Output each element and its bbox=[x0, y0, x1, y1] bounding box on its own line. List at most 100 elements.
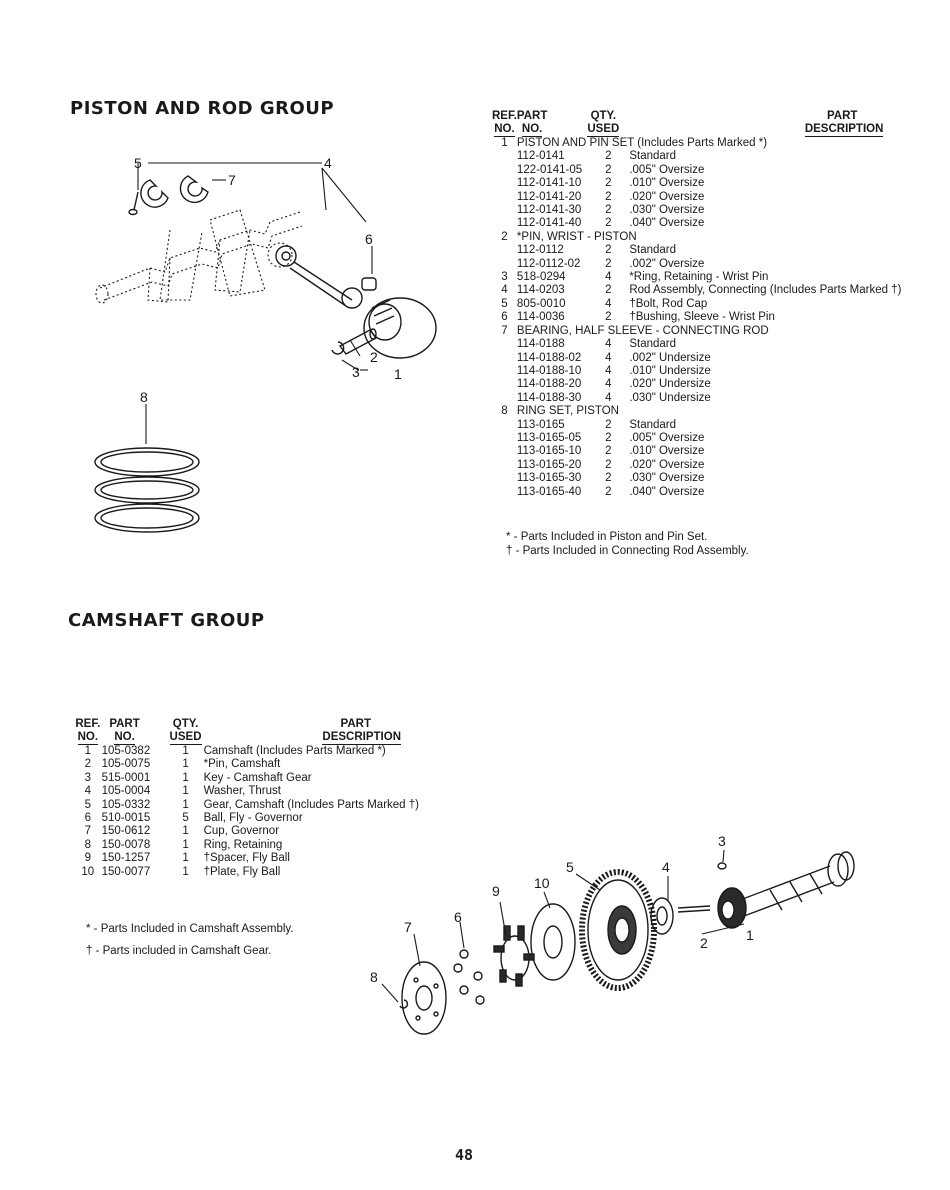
callout-6: 6 bbox=[365, 231, 373, 247]
callout-8: 8 bbox=[140, 389, 148, 405]
piston-rings-drawing bbox=[94, 447, 200, 533]
cell-qty: 1 bbox=[182, 852, 189, 865]
cell-qty: 2 bbox=[605, 190, 612, 203]
cell-part: 112-0141-40 bbox=[516, 217, 582, 230]
cell-desc: .005" Oversize bbox=[629, 163, 705, 176]
cell-part: 114-0203 bbox=[516, 284, 565, 297]
cell-part: 114-0188-10 bbox=[516, 364, 582, 377]
cell-qty: 2 bbox=[605, 458, 612, 471]
cell-qty: 1 bbox=[182, 785, 189, 798]
cell-ref: 7 bbox=[84, 825, 92, 838]
callout-10: 10 bbox=[534, 875, 550, 891]
piston-drawing bbox=[363, 297, 437, 359]
cell-desc: †Bolt, Rod Cap bbox=[629, 297, 708, 310]
cell-qty: 1 bbox=[182, 758, 189, 771]
cell-desc: .002" Undersize bbox=[629, 351, 711, 364]
callout-7: 7 bbox=[404, 919, 412, 935]
cell-ref: 2 bbox=[501, 230, 508, 243]
camshaft-group-title: CAMSHAFT GROUP bbox=[68, 610, 265, 631]
cell-desc: Gear, Camshaft (Includes Parts Marked †) bbox=[203, 798, 419, 811]
camshaft-pin-drawing bbox=[677, 905, 711, 913]
cell-desc: .010" Oversize bbox=[629, 445, 705, 458]
fly-ball-plate-drawing bbox=[530, 903, 576, 981]
cell-part: 112-0112 bbox=[516, 244, 564, 257]
callout-1: 1 bbox=[746, 927, 754, 943]
cell-part: 113-0165-05 bbox=[516, 431, 582, 444]
cell-part: 150-1257 bbox=[101, 852, 151, 865]
wrist-pin-drawing bbox=[338, 328, 378, 355]
cell-desc: .020" Oversize bbox=[629, 458, 705, 471]
cell-part: 113-0165-20 bbox=[516, 458, 582, 471]
cell-qty: 1 bbox=[182, 838, 189, 851]
cell-desc: .002" Oversize bbox=[629, 257, 705, 270]
cell-part: 515-0001 bbox=[101, 771, 151, 784]
cell-desc: .020" Oversize bbox=[629, 190, 705, 203]
callout-3: 3 bbox=[718, 833, 726, 849]
piston-group-title: PISTON AND ROD GROUP bbox=[70, 98, 335, 119]
camshaft-gear-drawing bbox=[579, 869, 657, 991]
cell-desc: Standard bbox=[629, 150, 677, 163]
callout-4: 4 bbox=[324, 155, 332, 171]
cell-desc: .040" Oversize bbox=[629, 485, 705, 498]
cell-ref: 10 bbox=[81, 865, 95, 878]
cell-qty: 2 bbox=[605, 217, 612, 230]
cell-desc: Standard bbox=[629, 244, 677, 257]
cell-qty: 2 bbox=[605, 431, 612, 444]
callout-6: 6 bbox=[454, 909, 462, 925]
cell-qty: 4 bbox=[605, 297, 612, 310]
camshaft-diagram: 3 2 1 4 5 10 9 6 7 8 bbox=[370, 833, 855, 1035]
cell-ref: 6 bbox=[84, 812, 92, 825]
cell-ref: 8 bbox=[84, 838, 92, 851]
camshaft-drawing bbox=[717, 851, 855, 929]
callout-5: 5 bbox=[134, 155, 142, 171]
cell-part: 112-0141 bbox=[516, 150, 565, 163]
cell-ref: 4 bbox=[501, 284, 508, 297]
cell-part: 112-0141-10 bbox=[516, 177, 582, 190]
cell-part: 150-0612 bbox=[101, 825, 151, 838]
cell-qty: 2 bbox=[605, 257, 612, 270]
connecting-rod-drawing bbox=[275, 245, 363, 309]
cell-span: RING SET, PISTON bbox=[516, 405, 619, 418]
cell-part: 114-0188-30 bbox=[516, 391, 582, 404]
governor-cup-drawing bbox=[401, 961, 447, 1035]
cell-qty: 1 bbox=[182, 825, 189, 838]
cell-part: 114-0036 bbox=[516, 311, 565, 324]
fly-balls-drawing bbox=[453, 949, 485, 1005]
cell-ref: 4 bbox=[84, 785, 92, 798]
cell-ref: 8 bbox=[501, 405, 508, 418]
cell-part: 518-0294 bbox=[516, 271, 566, 284]
camshaft-footnote-asterisk: * - Parts Included in Camshaft Assembly. bbox=[86, 923, 294, 935]
cell-desc: .010" Undersize bbox=[629, 364, 711, 377]
cell-qty: 1 bbox=[182, 745, 189, 757]
table-row: 113-0165-20 2 .020" Oversize bbox=[492, 459, 901, 472]
table-row: 8 RING SET, PISTON bbox=[492, 405, 901, 418]
cell-qty: 4 bbox=[605, 391, 612, 404]
cell-qty: 2 bbox=[605, 204, 612, 217]
cell-qty: 2 bbox=[605, 472, 612, 485]
cell-part: 150-0078 bbox=[101, 838, 151, 851]
bushing-drawing bbox=[361, 277, 377, 291]
cell-part: 113-0165-40 bbox=[516, 485, 582, 498]
